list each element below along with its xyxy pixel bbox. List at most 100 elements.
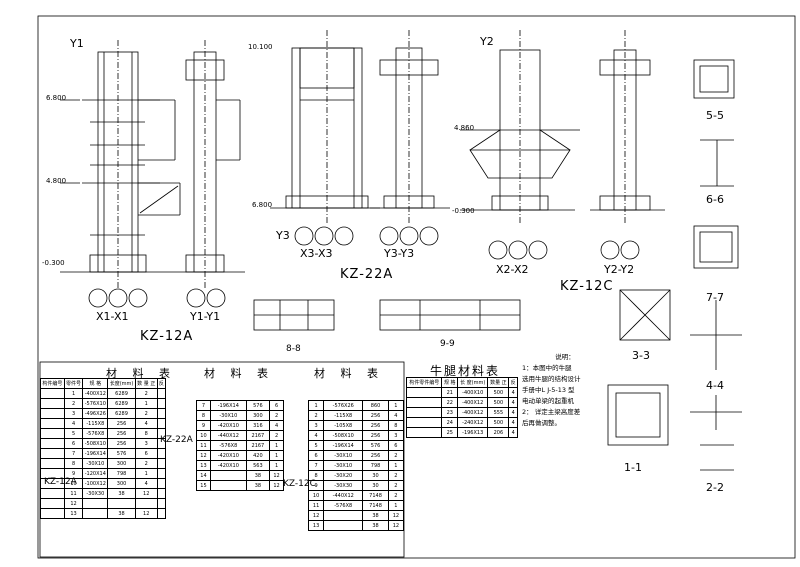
- table-cell: -30X10: [209, 410, 247, 421]
- table-cell: -420X10: [209, 420, 247, 431]
- table-cell: 23: [441, 407, 459, 418]
- member-title-kz22a: KZ-22A: [340, 267, 394, 282]
- table-cell: -576X8: [82, 428, 109, 439]
- table-cell: 7148: [362, 490, 389, 501]
- table-cell: 4: [387, 410, 405, 421]
- table-cell: 798: [362, 460, 389, 471]
- table-cell: 4: [508, 397, 518, 408]
- table-cell: 256: [107, 428, 136, 439]
- table-cell: [156, 498, 167, 509]
- table-cell: [40, 498, 65, 509]
- table-cell: 6289: [107, 408, 136, 419]
- table-cell: 256: [362, 450, 389, 461]
- col-header: 反: [156, 378, 167, 389]
- section-title-x2x2: X2-X2: [496, 263, 529, 276]
- axis-y3: Y3: [276, 229, 290, 242]
- table-cell: 15: [196, 480, 211, 491]
- kz22a-elevation: [270, 30, 380, 246]
- table-cell: 30: [362, 480, 389, 491]
- table-cell: 7148: [362, 500, 389, 511]
- section-title-x1x1: X1-X1: [96, 310, 129, 323]
- table-cell: [156, 508, 167, 519]
- table-cell: 38: [107, 488, 136, 499]
- table3-title: 材 料 表: [314, 367, 384, 380]
- table-cell: 10: [307, 490, 325, 501]
- table-cell: [156, 448, 167, 459]
- table-cell: 12: [134, 508, 158, 519]
- table-cell: -105X8: [323, 420, 364, 431]
- kz12a-elevation: [60, 40, 181, 290]
- table-cell: [107, 498, 136, 509]
- table-cell: -576X8: [209, 440, 247, 451]
- table-cell: [156, 468, 167, 479]
- table-cell: 256: [362, 420, 389, 431]
- y2y2-elevation: [590, 30, 665, 260]
- table-cell: [40, 458, 65, 469]
- table-cell: [156, 458, 167, 469]
- table-cell: 1: [387, 460, 405, 471]
- table-cell: -508X10: [82, 438, 109, 449]
- table-row: 12: [40, 498, 167, 509]
- table-cell: 555: [487, 407, 510, 418]
- table-cell: -100X12: [82, 478, 109, 489]
- table-cell: 500: [487, 417, 510, 428]
- table-cell: 2: [307, 410, 325, 421]
- table2-title: 材 料 表: [204, 367, 274, 380]
- table-cell: 6: [307, 450, 325, 461]
- elevation-label: 4.860: [454, 124, 475, 132]
- right-sections: [690, 59, 742, 471]
- table-cell: 4: [508, 387, 518, 398]
- table-cell: 5: [307, 440, 325, 451]
- table-cell: 12: [63, 498, 84, 509]
- table-cell: 25: [441, 427, 459, 438]
- table-cell: 2: [387, 490, 405, 501]
- table-cell: -400X12: [457, 407, 489, 418]
- table-cell: 7: [196, 400, 211, 411]
- table-cell: 4: [508, 427, 518, 438]
- table-cell: [209, 480, 247, 491]
- table-cell: 1: [307, 400, 325, 411]
- table-cell: 3: [387, 430, 405, 441]
- elevation-label: -0.300: [42, 259, 65, 267]
- table-cell: 8: [196, 410, 211, 421]
- table-cell: 22: [441, 397, 459, 408]
- table-cell: 256: [107, 418, 136, 429]
- table-cell: [405, 417, 443, 428]
- table-cell: 4: [508, 417, 518, 428]
- section-title-y2y2: Y2-Y2: [604, 263, 635, 276]
- table-cell: -30X10: [323, 450, 364, 461]
- table-cell: -30X10: [82, 458, 109, 469]
- table-cell: [156, 478, 167, 489]
- table-cell: 12: [196, 450, 211, 461]
- table-cell: -508X10: [323, 430, 364, 441]
- table-cell: 2: [134, 388, 158, 399]
- table-cell: 2: [387, 450, 405, 461]
- bracket-details: [253, 289, 671, 446]
- table-cell: [134, 498, 158, 509]
- table-cell: 8: [63, 458, 84, 469]
- table-cell: 4: [134, 418, 158, 429]
- table-cell: -240X12: [457, 417, 489, 428]
- elevation-label: 10.100: [248, 43, 273, 51]
- table-cell: -400X10: [457, 387, 489, 398]
- table-cell: 13: [307, 520, 325, 531]
- table-cell: [209, 470, 247, 481]
- col-header: 长 度(mm): [457, 377, 489, 388]
- table-cell: [40, 508, 65, 519]
- table-cell: 12: [134, 488, 158, 499]
- tables-outline: [39, 361, 405, 558]
- table-cell: 13: [196, 460, 211, 471]
- table-cell: 12: [269, 470, 284, 481]
- table-cell: [405, 387, 443, 398]
- table1-title: 材 料 表: [106, 367, 176, 380]
- table-cell: 576: [107, 448, 136, 459]
